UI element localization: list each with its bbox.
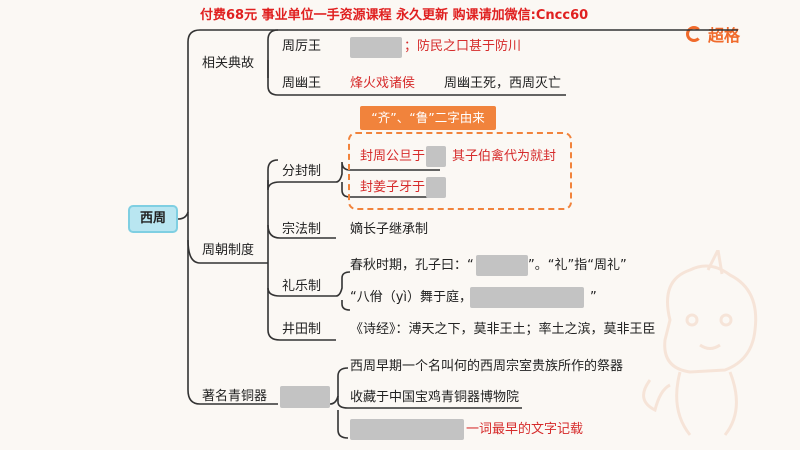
liyue-line2b: ”	[590, 290, 597, 305]
fenfeng-line1a: 封周公旦于	[360, 149, 426, 164]
unicorn-mascot-icon	[642, 250, 758, 436]
root-node: 西周	[128, 205, 178, 233]
allusion-king-you-text: 周幽王死，西周灭亡	[444, 76, 562, 91]
redacted-block	[280, 386, 330, 408]
zongfa-label: 宗法制	[282, 222, 322, 237]
fenfeng-line2: 封姜子牙于	[360, 180, 426, 195]
liyue-line1b: ”。“礼”指“周礼”	[528, 258, 627, 273]
fenfeng-line1b: 其子伯禽代为就封	[452, 149, 557, 164]
allusion-beacon-fire: 烽火戏诸侯	[350, 76, 416, 91]
allusion-king-li-text: ；防民之口甚于防川	[404, 39, 522, 54]
liyue-line1a: 春秋时期，孔子曰：“	[350, 258, 474, 273]
redacted-block	[350, 419, 464, 440]
redacted-block	[350, 37, 402, 58]
fenfeng-tag: “齐”、“鲁”二字由来	[360, 106, 496, 130]
redacted-block	[470, 287, 584, 308]
liyue-line2a: “八佾（yì）舞于庭，	[350, 290, 473, 305]
fenfeng-label: 分封制	[282, 164, 322, 179]
redacted-block	[426, 146, 446, 167]
fenfeng-dashed-box	[348, 132, 572, 210]
bronze-line1: 西周早期一个名叫何的西周宗室贵族所作的祭器	[350, 359, 624, 374]
bronze-line3: 一词最早的文字记载	[466, 422, 584, 437]
zongfa-text: 嫡长子继承制	[350, 222, 429, 237]
promo-banner: 付费68元 事业单位一手资源课程 永久更新 购课请加微信:Cncc60	[200, 8, 589, 23]
jingtian-label: 井田制	[282, 322, 322, 337]
branch-allusions-label: 相关典故	[202, 56, 255, 71]
jingtian-text: 《诗经》：溥天之下，莫非王土；率土之滨，莫非王臣	[350, 322, 656, 337]
allusion-king-li: 周厉王	[282, 39, 322, 54]
branch-bronze-label: 著名青铜器	[202, 389, 268, 404]
redacted-block	[476, 255, 528, 276]
allusion-king-you: 周幽王	[282, 76, 322, 91]
redacted-block	[426, 177, 446, 198]
liyue-label: 礼乐制	[282, 279, 322, 294]
g-logo-icon	[686, 26, 702, 42]
branch-system-label: 周朝制度	[202, 243, 255, 258]
bronze-line2: 收藏于中国宝鸡青铜器博物院	[350, 390, 520, 405]
